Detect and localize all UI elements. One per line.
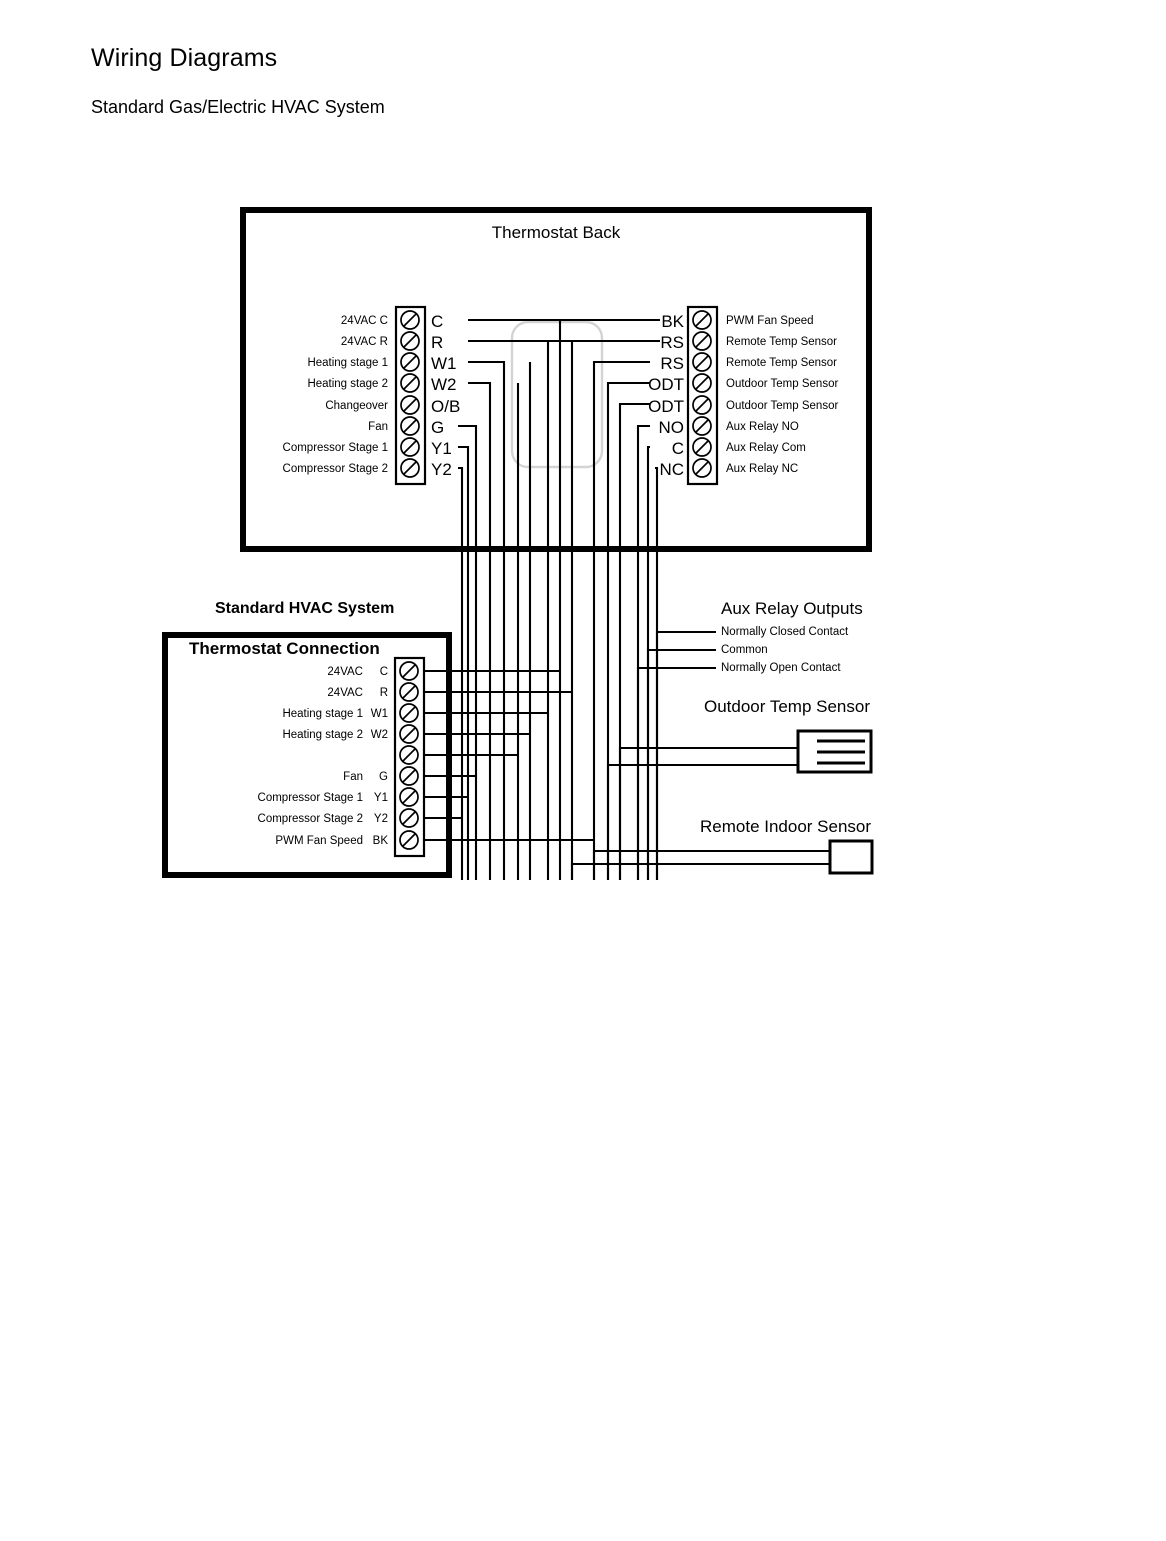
left-terminal-desc: 24VAC C — [341, 315, 388, 327]
outdoor-temp-sensor-symbol — [796, 729, 873, 774]
wire-bundle — [458, 318, 660, 880]
hvac-terminal-desc: Heating stage 1 — [282, 708, 363, 720]
hvac-terminal-code: W2 — [371, 729, 388, 741]
hvac-terminal-desc: Compressor Stage 2 — [258, 813, 363, 825]
right-terminal-desc: Aux Relay NC — [726, 463, 798, 475]
aux-relay-lead-label: Normally Closed Contact — [721, 626, 849, 638]
left-terminal-code: Y1 — [431, 439, 452, 458]
remote-indoor-sensor-symbol — [828, 839, 874, 875]
aux-relay-lead-label: Common — [721, 644, 768, 656]
hvac-terminal-code: BK — [373, 835, 389, 847]
right-terminal-code: ODT — [648, 375, 684, 394]
left-terminal-code: C — [431, 312, 443, 331]
hvac-terminal-code: W1 — [371, 708, 388, 720]
remote-sensor-wires — [570, 849, 830, 880]
left-terminal-code: W2 — [431, 375, 457, 394]
hvac-terminal-code: R — [380, 687, 388, 699]
hvac-terminal-code: C — [380, 666, 388, 678]
right-terminal-desc: Outdoor Temp Sensor — [726, 378, 838, 390]
left-terminal-code: O/B — [431, 397, 460, 416]
remote-sensor-heading: Remote Indoor Sensor — [700, 817, 871, 836]
thermostat-connection-title: Thermostat Connection — [189, 639, 380, 658]
left-terminal-desc: Heating stage 1 — [307, 357, 388, 369]
outdoor-sensor-wires — [606, 746, 798, 880]
hvac-connection-wires — [418, 669, 594, 842]
thermostat-back-left-terminal-block — [394, 305, 427, 486]
thermostat-back-left-codes: C R W1 W2 O/B G Y1 Y2 — [431, 312, 460, 479]
left-terminal-code: Y2 — [431, 460, 452, 479]
hvac-terminal-code: G — [379, 771, 388, 783]
hvac-terminal-desc: 24VAC — [327, 666, 363, 678]
thermostat-back-frame — [240, 207, 872, 552]
right-terminal-code: C — [672, 439, 684, 458]
left-terminal-desc: Fan — [368, 421, 388, 433]
right-terminal-code: NO — [659, 418, 685, 437]
right-terminal-code: BK — [661, 312, 684, 331]
hvac-terminal-desc: Compressor Stage 1 — [258, 792, 363, 804]
left-terminal-desc: Compressor Stage 2 — [283, 463, 388, 475]
page-title: Wiring Diagrams — [91, 44, 278, 72]
right-terminal-code: NC — [659, 460, 684, 479]
left-terminal-desc: Changeover — [325, 400, 388, 412]
left-terminal-code: W1 — [431, 354, 457, 373]
aux-relay-heading: Aux Relay Outputs — [721, 599, 863, 618]
hvac-terminal-code: Y1 — [374, 792, 388, 804]
left-terminal-code: G — [431, 418, 444, 437]
page-subtitle: Standard Gas/Electric HVAC System — [91, 97, 385, 117]
hvac-terminal-desc: 24VAC — [327, 687, 363, 699]
thermostat-connection-descriptions: 24VAC 24VAC Heating stage 1 Heating stag… — [258, 666, 363, 847]
aux-relay-leads — [636, 630, 716, 880]
hvac-terminal-desc: Heating stage 2 — [282, 729, 363, 741]
right-terminal-code: RS — [660, 354, 684, 373]
left-terminal-code: R — [431, 333, 443, 352]
right-terminal-code: RS — [660, 333, 684, 352]
wire-passthrough-outline — [510, 320, 604, 469]
right-terminal-desc: Aux Relay NO — [726, 421, 799, 433]
thermostat-back-label: Thermostat Back — [492, 223, 621, 242]
aux-relay-lead-label: Normally Open Contact — [721, 662, 841, 674]
thermostat-back-right-descriptions: PWM Fan Speed Remote Temp Sensor Remote … — [726, 315, 838, 475]
thermostat-connection-terminal-block — [393, 656, 426, 858]
right-terminal-desc: Remote Temp Sensor — [726, 357, 837, 369]
thermostat-back-right-terminal-block — [686, 305, 719, 486]
hvac-system-heading: Standard HVAC System — [215, 600, 394, 617]
right-terminal-desc: PWM Fan Speed — [726, 315, 814, 327]
hvac-terminal-desc: Fan — [343, 771, 363, 783]
thermostat-connection-codes: C R W1 W2 G Y1 Y2 BK — [371, 666, 389, 847]
thermostat-back-left-descriptions: 24VAC C 24VAC R Heating stage 1 Heating … — [283, 315, 389, 475]
outdoor-sensor-heading: Outdoor Temp Sensor — [704, 697, 870, 716]
right-terminal-desc: Aux Relay Com — [726, 442, 806, 454]
left-terminal-desc: 24VAC R — [341, 336, 388, 348]
right-terminal-desc: Remote Temp Sensor — [726, 336, 837, 348]
left-terminal-desc: Heating stage 2 — [307, 378, 388, 390]
left-terminal-desc: Compressor Stage 1 — [283, 442, 388, 454]
right-terminal-desc: Outdoor Temp Sensor — [726, 400, 838, 412]
hvac-terminal-desc: PWM Fan Speed — [275, 835, 363, 847]
hvac-terminal-code: Y2 — [374, 813, 388, 825]
right-terminal-code: ODT — [648, 397, 684, 416]
thermostat-back-right-codes: BK RS RS ODT ODT NO C NC — [648, 312, 685, 479]
